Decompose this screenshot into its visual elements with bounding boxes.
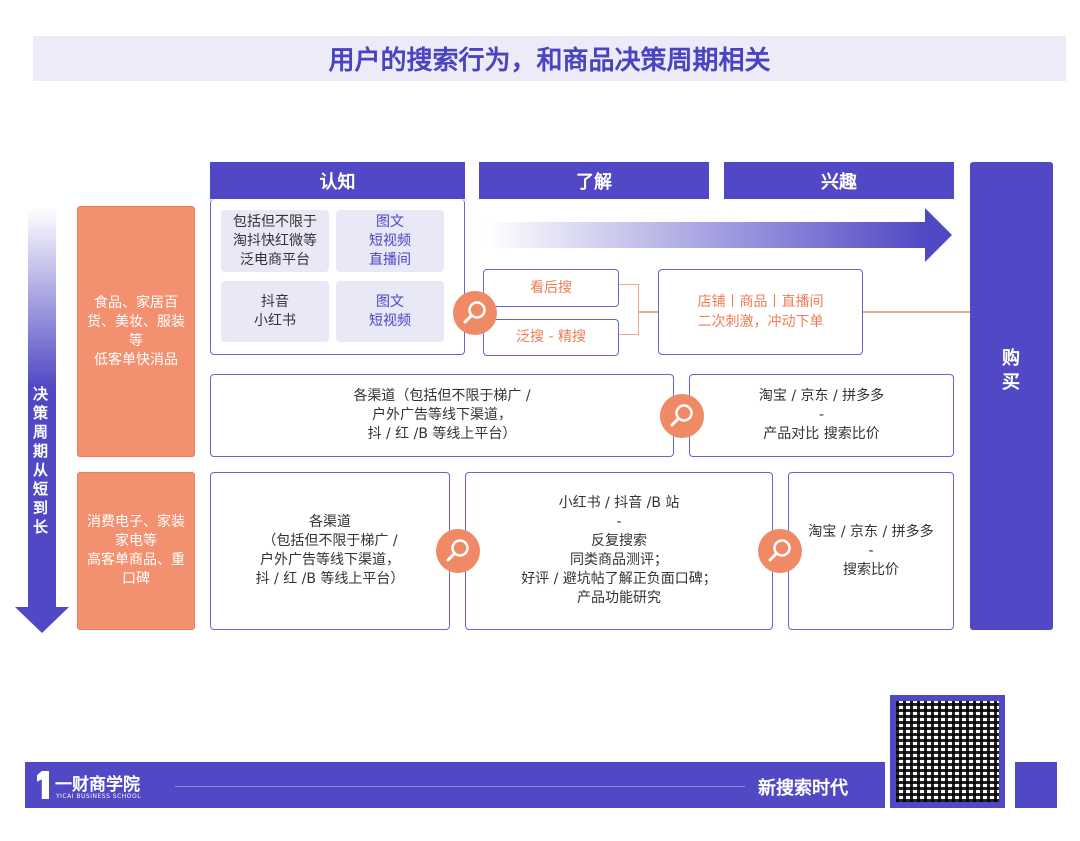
slogan: 新搜索时代: [758, 778, 848, 799]
all-channels-box: 各渠道 （包括但不限于梯广 / 户外广告等线下渠道， 抖 / 红 /B 等线上平…: [210, 472, 450, 630]
all-channels-box: 各渠道（包括但不限于梯广 / 户外广告等线下渠道， 抖 / 红 /B 等线上平台…: [210, 374, 674, 457]
arrow-right-icon: [925, 208, 952, 262]
platform-cell: 抖音 小红书: [221, 281, 329, 342]
content-format-cell: 图文 短视频 直播间: [336, 210, 444, 272]
impulse-purchase-box: 店铺丨商品丨直播间 二次刺激，冲动下单: [658, 269, 863, 355]
brand-english: YICAI BUSINESS SCHOOL: [56, 793, 142, 800]
footer-bar: 一财商学院 YICAI BUSINESS SCHOOL 新搜索时代: [25, 762, 885, 808]
broad-precise-search: 泛搜 - 精搜: [483, 319, 619, 356]
logo-icon: [37, 771, 49, 799]
arrow-down-icon: [15, 607, 69, 633]
search-after-viewing: 看后搜: [483, 269, 619, 307]
progress-arrow: [487, 222, 927, 248]
search-icon: [436, 529, 480, 573]
social-research-box: 小红书 / 抖音 /B 站 - 反复搜索 同类商品测评； 好评 / 避坑帖了解正…: [465, 472, 773, 630]
connector: [863, 311, 970, 313]
axis-label: 决策周期从短到长: [33, 385, 49, 536]
qr-code: [890, 695, 1005, 808]
content-format-cell: 图文 短视频: [336, 281, 444, 342]
category-fmcg: 食品、家居百货、美妆、服装等 低客单快消品: [77, 206, 195, 457]
search-icon: [453, 291, 497, 335]
brand-name: 一财商学院: [55, 775, 140, 795]
stage-understanding: 了解: [479, 162, 709, 199]
stage-interest: 兴趣: [724, 162, 954, 199]
platform-cell: 包括但不限于 淘抖快红微等 泛电商平台: [221, 210, 329, 272]
divider: [175, 786, 745, 787]
search-icon: [758, 529, 802, 573]
stage-purchase-label: 购买: [1002, 348, 1020, 393]
connector: [639, 311, 658, 313]
search-icon: [660, 394, 704, 438]
connector: [619, 284, 639, 335]
stage-awareness: 认知: [210, 162, 465, 199]
category-high-value: 消费电子、家装家电等 高客单商品、重口碑: [77, 472, 195, 630]
qr-pattern: [896, 701, 999, 802]
footer-accent: [1015, 762, 1057, 808]
decision-cycle-arrow: [28, 208, 56, 608]
ecommerce-price-box: 淘宝 / 京东 / 拼多多 - 搜索比价: [788, 472, 954, 630]
ecommerce-compare-box: 淘宝 / 京东 / 拼多多 - 产品对比 搜索比价: [689, 374, 954, 457]
page-title: 用户的搜索行为，和商品决策周期相关: [33, 36, 1066, 81]
stage-purchase: 购买: [970, 162, 1053, 630]
